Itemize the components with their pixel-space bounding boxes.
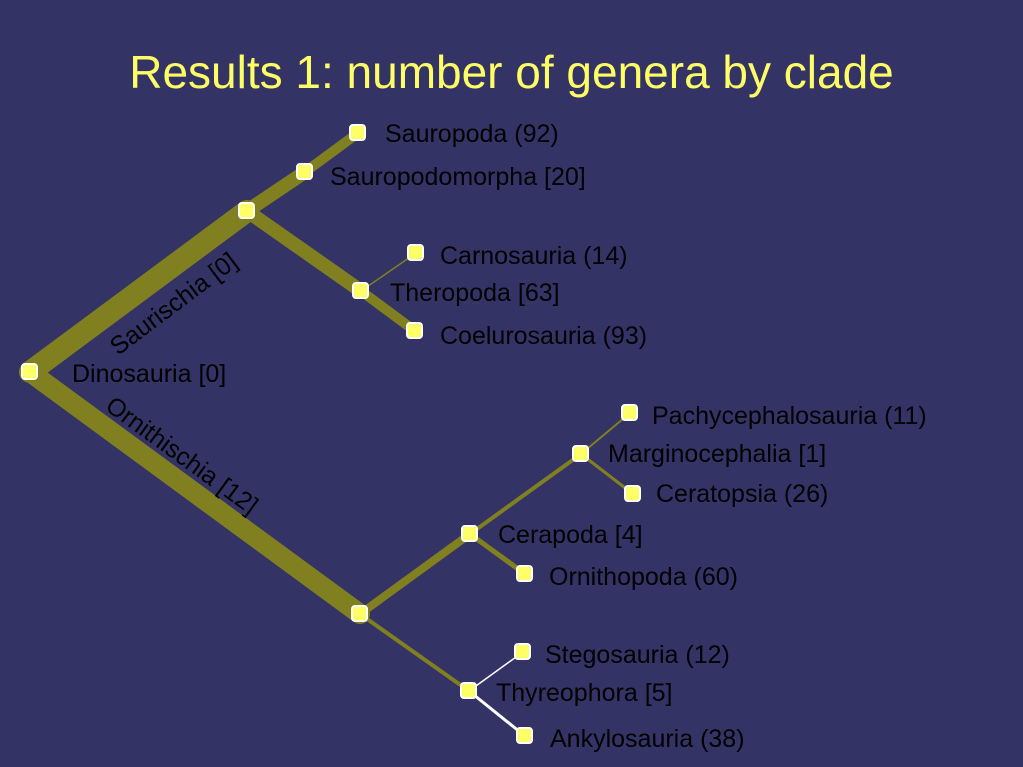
- label-marginocephalia: Marginocephalia [1]: [608, 440, 826, 468]
- label-stegosauria: Stegosauria (12): [545, 641, 730, 669]
- node-ornithopoda: [516, 565, 533, 582]
- label-ornithischia: Ornithischia [12]: [100, 391, 263, 520]
- branch-cerapoda-marginocephalia: [468, 452, 583, 536]
- node-carnosauria: [407, 244, 424, 261]
- thin-branches: [467, 651, 527, 738]
- branch-dinosauria-ornithischia: [20, 362, 370, 624]
- slide-title: Results 1: number of genera by clade: [129, 46, 894, 98]
- node-ankylosauria: [516, 727, 533, 744]
- branch-dinosauria-saurischia: [19, 200, 258, 383]
- branch-ornithischia-cerapoda: [356, 530, 474, 618]
- node-stegosauria: [514, 643, 531, 660]
- label-thyreophora-name: Thyreophora: [496, 679, 638, 707]
- nodes: [21, 124, 641, 744]
- node-pachycephalosauria: [621, 404, 638, 421]
- label-dinosauria: Dinosauria [0]: [72, 360, 226, 388]
- branches: [19, 128, 635, 693]
- branch-cerapoda-ornithopoda: [467, 531, 528, 577]
- node-dinosauria: [21, 363, 38, 380]
- node-ornithischia: [351, 605, 368, 622]
- branch-saurischia-theropoda: [240, 204, 368, 298]
- branch-theropoda-carnosauria: [360, 252, 417, 292]
- label-ceratopsia: Ceratopsia (26): [656, 480, 828, 508]
- node-sauropodomorpha: [296, 163, 313, 180]
- branch-ornithischia-thyreophora: [358, 612, 471, 693]
- branch-thyreophora-ankylosauria: [467, 689, 527, 738]
- branch-sauropodomorpha-sauropoda: [300, 128, 363, 177]
- label-theropoda: Theropoda [63]: [390, 279, 560, 307]
- node-saurischia: [238, 202, 255, 219]
- branch-theropoda-coelurosauria: [356, 286, 420, 336]
- label-coelurosauria: Coelurosauria (93): [440, 322, 647, 350]
- branch-saurischia-sauropodomorpha: [240, 165, 312, 218]
- label-ornithopoda: Ornithopoda (60): [549, 563, 738, 591]
- node-cerapoda: [461, 525, 478, 542]
- branch-marginocephalia-pachycephalosauria: [580, 412, 631, 455]
- node-marginocephalia: [572, 445, 589, 462]
- node-coelurosauria: [406, 322, 423, 339]
- branch-thyreophora-stegosauria: [468, 651, 524, 692]
- label-thyreophora-count: [5]: [645, 679, 673, 707]
- node-thyreophora: [460, 682, 477, 699]
- label-thyreophora: Thyreophora [5]: [496, 679, 673, 707]
- label-sauropoda: Sauropoda (92): [385, 120, 559, 148]
- label-ankylosauria: Ankylosauria (38): [550, 725, 745, 753]
- label-pachycephalosauria: Pachycephalosauria (11): [652, 402, 927, 430]
- node-theropoda: [352, 282, 369, 299]
- node-sauropoda: [349, 124, 366, 141]
- label-carnosauria: Carnosauria (14): [440, 242, 628, 270]
- label-sauropodomorpha: Sauropodomorpha [20]: [330, 163, 586, 191]
- label-cerapoda: Cerapoda [4]: [498, 521, 643, 549]
- node-ceratopsia: [624, 485, 641, 502]
